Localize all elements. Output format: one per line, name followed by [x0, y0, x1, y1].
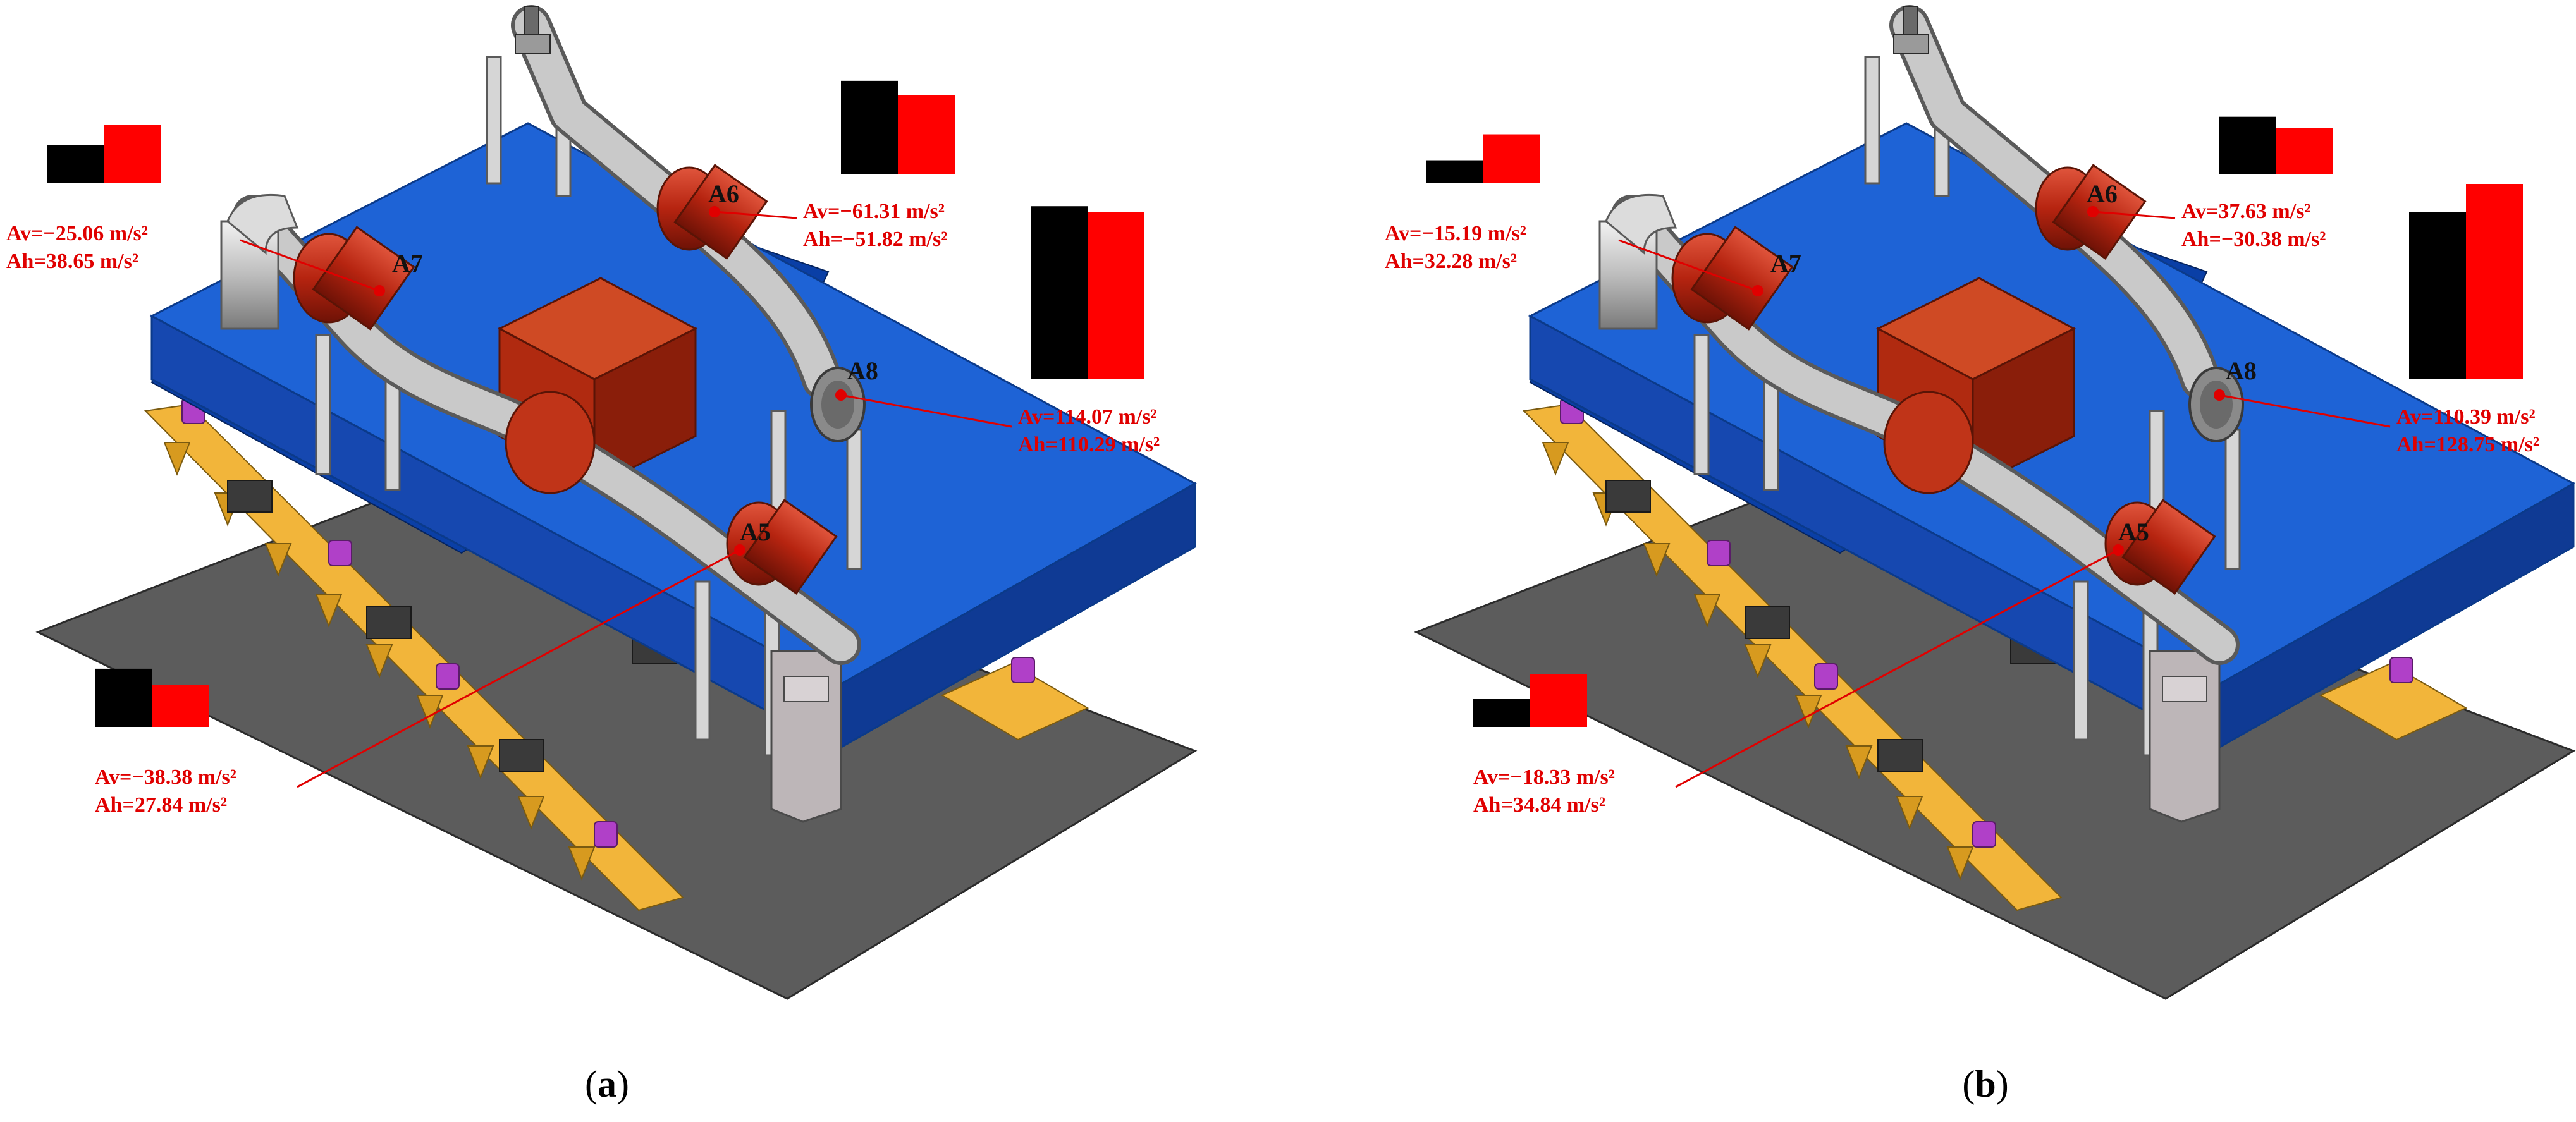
bar-horizontal-acceleration: [152, 685, 209, 727]
av-label: Av=−25.06 m/s²: [6, 222, 148, 245]
bar-vertical-acceleration: [2409, 212, 2466, 379]
panel-annotations: Av=−15.19 m/s² Ah=32.28 m/s² A7 Av=37.63 m/…: [1385, 116, 2539, 817]
av-label: Av=37.63 m/s²: [2181, 200, 2311, 223]
bar-vertical-acceleration: [47, 145, 104, 183]
bar-vertical-acceleration: [1473, 699, 1530, 727]
sensor-marker: [374, 285, 385, 296]
ah-label: Ah=−30.38 m/s²: [2181, 228, 2326, 251]
sensor-marker: [709, 206, 720, 217]
point-tag: A6: [2087, 180, 2118, 208]
panel-caption: (b): [1962, 1063, 2008, 1105]
annotation-layer: Av=−25.06 m/s² Ah=38.65 m/s² A7 Av=−61.31 m…: [6, 80, 2539, 1105]
ah-label: Ah=27.84 m/s²: [95, 793, 227, 817]
sensor-marker: [2214, 389, 2225, 401]
av-label: Av=110.39 m/s²: [2396, 405, 2536, 429]
bar-vertical-acceleration: [2219, 116, 2276, 174]
ah-label: Ah=34.84 m/s²: [1473, 793, 1605, 817]
bar-horizontal-acceleration: [2276, 128, 2333, 174]
leader-line: [2092, 210, 2176, 219]
leader-line: [297, 549, 740, 788]
ah-label: Ah=110.29 m/s²: [1018, 433, 1160, 456]
av-label: Av=−61.31 m/s²: [803, 200, 945, 223]
leader-line: [1675, 549, 2119, 788]
bar-horizontal-acceleration: [104, 125, 161, 183]
bar-horizontal-acceleration: [2466, 184, 2523, 379]
sensor-marker: [1752, 285, 1763, 296]
bar-horizontal-acceleration: [1483, 134, 1540, 183]
leader-line: [714, 210, 797, 219]
point-tag: A5: [2118, 518, 2149, 546]
point-tag: A8: [2226, 357, 2257, 385]
point-tag: A8: [847, 357, 878, 385]
panel-a: [38, 6, 1195, 999]
bar-horizontal-acceleration: [1530, 674, 1587, 727]
leader-line: [840, 394, 1012, 428]
bar-vertical-acceleration: [841, 80, 898, 174]
sensor-marker: [2087, 206, 2099, 217]
panel-caption: (a): [585, 1063, 629, 1105]
leader-line: [1618, 239, 1758, 292]
ah-label: Ah=38.65 m/s²: [6, 250, 138, 273]
point-tag: A5: [740, 518, 771, 546]
leader-line: [2219, 394, 2391, 428]
point-tag: A6: [708, 180, 739, 208]
ah-label: Ah=−51.82 m/s²: [803, 228, 947, 251]
bar-horizontal-acceleration: [1088, 212, 1144, 379]
av-label: Av=−18.33 m/s²: [1473, 765, 1615, 789]
test-rig-model-a: [38, 6, 1195, 999]
leader-line: [240, 239, 380, 292]
bar-vertical-acceleration: [1031, 206, 1088, 379]
panel-b: [1416, 6, 2573, 999]
sensor-marker: [2113, 544, 2124, 556]
point-tag: A7: [392, 249, 423, 277]
point-tag: A7: [1770, 249, 1801, 277]
bar-horizontal-acceleration: [898, 95, 955, 174]
sensor-marker: [835, 389, 847, 401]
bar-vertical-acceleration: [95, 668, 152, 727]
test-rig-model-b: [1416, 6, 2573, 999]
ah-label: Ah=128.75 m/s²: [2396, 433, 2539, 456]
sensor-marker: [734, 544, 745, 556]
av-label: Av=−38.38 m/s²: [95, 765, 236, 789]
ah-label: Ah=32.28 m/s²: [1385, 250, 1517, 273]
panel-annotations: Av=−25.06 m/s² Ah=38.65 m/s² A7 Av=−61.31 m…: [6, 80, 1160, 817]
bar-vertical-acceleration: [1426, 160, 1483, 183]
av-label: Av=−15.19 m/s²: [1385, 222, 1526, 245]
av-label: Av=114.07 m/s²: [1018, 405, 1157, 429]
